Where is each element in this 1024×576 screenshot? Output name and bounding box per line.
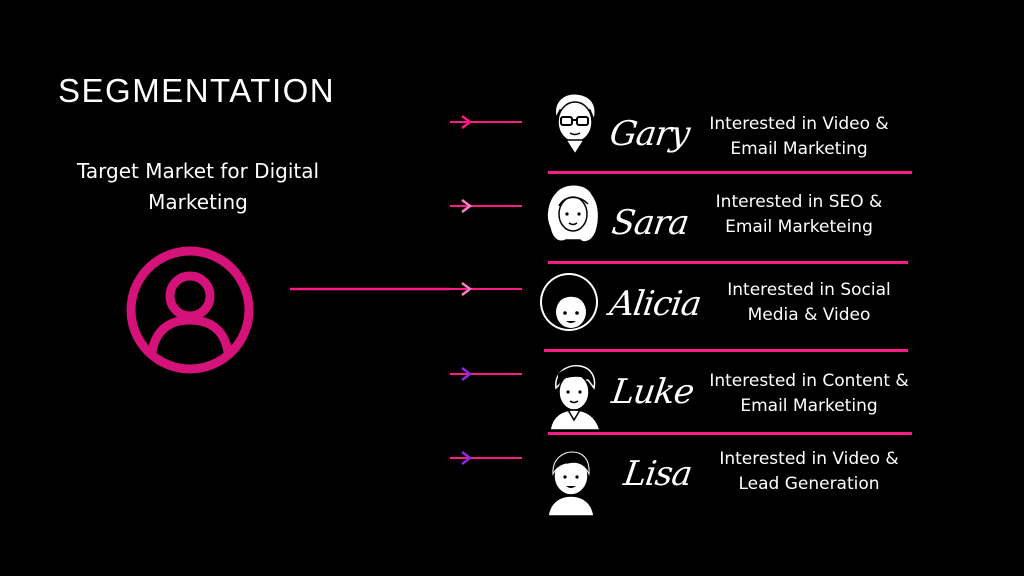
segment-description-line-1: Interested in Social	[727, 280, 891, 300]
segment-description-line-1: Interested in Content &	[709, 371, 909, 391]
segment-name: Sara	[609, 203, 691, 243]
branch-arrow-lisa	[450, 451, 522, 465]
branch-arrow-luke	[450, 367, 522, 381]
segment-description: Interested in Content & Email Marketing	[694, 369, 924, 419]
segment-description-line-2: Email Marketing	[730, 139, 868, 159]
segment-name: Alicia	[607, 284, 704, 324]
segment-separator	[544, 349, 908, 352]
segment-description: Interested in SEO & Email Marketeing	[684, 190, 914, 240]
woman-short-hair-avatar-icon	[547, 451, 595, 516]
segment-separator	[548, 432, 912, 435]
branch-arrow-gary	[450, 115, 522, 129]
segment-description: Interested in Video & Email Marketing	[684, 112, 914, 162]
branch-arrow-sara	[450, 199, 522, 213]
woman-wavy-hair-avatar-icon	[546, 184, 600, 243]
segment-description-line-1: Interested in SEO &	[715, 192, 883, 212]
segment-description-line-2: Email Marketeing	[725, 217, 873, 237]
segment-description: Interested in Social Media & Video	[694, 278, 924, 328]
user-circle-icon	[126, 246, 254, 374]
segment-description-line-1: Interested in Video &	[709, 114, 889, 134]
segment-name: Lisa	[621, 454, 694, 494]
segment-description-line-2: Lead Generation	[738, 474, 880, 494]
segment-description: Interested in Video & Lead Generation	[694, 447, 924, 497]
segment-description-line-2: Email Marketing	[740, 396, 878, 416]
segment-separator	[548, 261, 908, 264]
branch-arrow-alicia	[450, 282, 522, 296]
slide-subtitle: Target Market for Digital Marketing	[40, 156, 356, 218]
segment-description-line-2: Media & Video	[747, 305, 871, 325]
subtitle-line-1: Target Market for Digital	[76, 159, 320, 183]
subtitle-line-2: Marketing	[148, 190, 248, 214]
segment-description-line-1: Interested in Video &	[719, 449, 899, 469]
segment-name: Gary	[607, 114, 692, 154]
man-glasses-avatar-icon	[554, 92, 596, 156]
woman-afro-avatar-icon	[540, 273, 598, 331]
slide-title: SEGMENTATION	[58, 72, 336, 109]
segment-separator	[548, 171, 912, 174]
segment-name: Luke	[609, 372, 697, 412]
man-avatar-icon	[549, 364, 601, 431]
